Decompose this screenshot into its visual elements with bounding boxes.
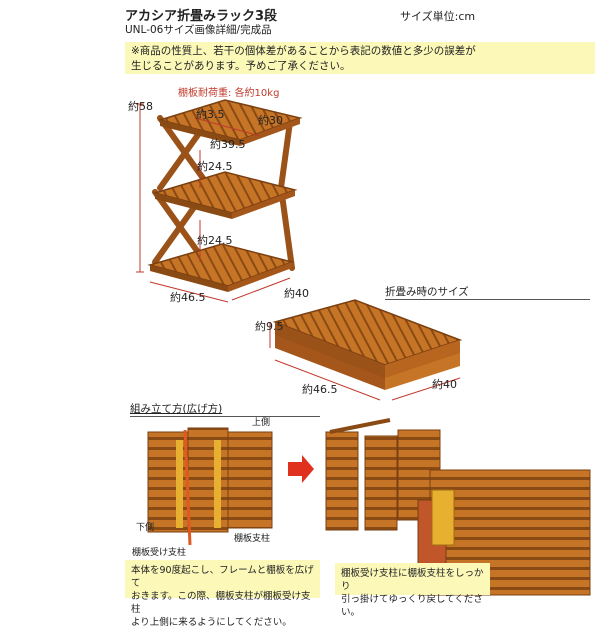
caption-left-line-3: より上側に来るようにしてください。 xyxy=(131,617,292,628)
height-label: 約58 xyxy=(128,100,153,113)
bottom-side-label: 下側 xyxy=(136,523,155,533)
folded-thickness-label: 約9.5 xyxy=(255,320,284,333)
assembly-heading: 組み立て方(広げ方) xyxy=(130,403,223,415)
width-label: 約46.5 xyxy=(170,291,206,304)
assembly-caption-left: 本体を90度起こし、フレームと棚板を広げて おきます。この際、棚板支柱が棚板受け… xyxy=(125,560,320,628)
top-side-label: 上側 xyxy=(252,418,271,428)
support-post-label: 棚板支柱 xyxy=(234,534,271,544)
size-unit-label: サイズ単位:cm xyxy=(400,10,476,23)
next-step-arrow xyxy=(288,455,314,483)
notice-line-1: ※商品の性質上、若干の個体差があることから表記の数値と多少の誤差が xyxy=(131,45,476,57)
assembly-step2-drawing xyxy=(325,418,441,531)
caption-left-line-2: おきます。この際、棚板支柱が棚板受け支柱 xyxy=(131,591,311,615)
depth-top-label: 約30 xyxy=(258,114,283,127)
folded-size-heading: 折畳み時のサイズ xyxy=(385,286,469,298)
notice-line-2: 生じることがあります。予めご了承ください。 xyxy=(131,60,351,72)
folded-rack-drawing xyxy=(272,299,463,390)
product-illustration xyxy=(136,99,591,596)
caption-right-line-1: 棚板受け支柱に棚板支柱をしっかり xyxy=(341,568,484,592)
rack-drawing xyxy=(147,99,303,292)
page-title: アカシア折畳みラック3段 xyxy=(125,9,278,24)
caption-right-line-2: 引っ掛けてゆっくり戻してください。 xyxy=(341,594,483,618)
receiver-post-label: 棚板受け支柱 xyxy=(132,548,187,558)
slat-gap-label: 約3.5 xyxy=(196,108,225,121)
page-subtitle: UNL-06サイズ画像詳細/完成品 xyxy=(125,24,272,36)
depth-label: 約40 xyxy=(284,287,309,300)
notice-box: ※商品の性質上、若干の個体差があることから表記の数値と多少の誤差が 生じることが… xyxy=(125,42,595,74)
assembly-caption-right: 棚板受け支柱に棚板支柱をしっかり 引っ掛けてゆっくり戻してください。 xyxy=(335,563,490,618)
caption-left-line-1: 本体を90度起こし、フレームと棚板を広げて xyxy=(131,565,314,589)
shelf-width-label: 約39.5 xyxy=(210,138,246,151)
shelf-gap-2-label: 約24.5 xyxy=(197,234,233,247)
assembly-step1-drawing xyxy=(147,427,273,546)
folded-width-label: 約46.5 xyxy=(302,383,338,396)
load-capacity-label: 棚板耐荷重: 各約10kg xyxy=(178,88,280,99)
folded-depth-label: 約40 xyxy=(432,378,457,391)
shelf-gap-1-label: 約24.5 xyxy=(197,160,233,173)
folded-heading-divider xyxy=(385,299,590,300)
assembly-heading-divider xyxy=(130,416,320,417)
